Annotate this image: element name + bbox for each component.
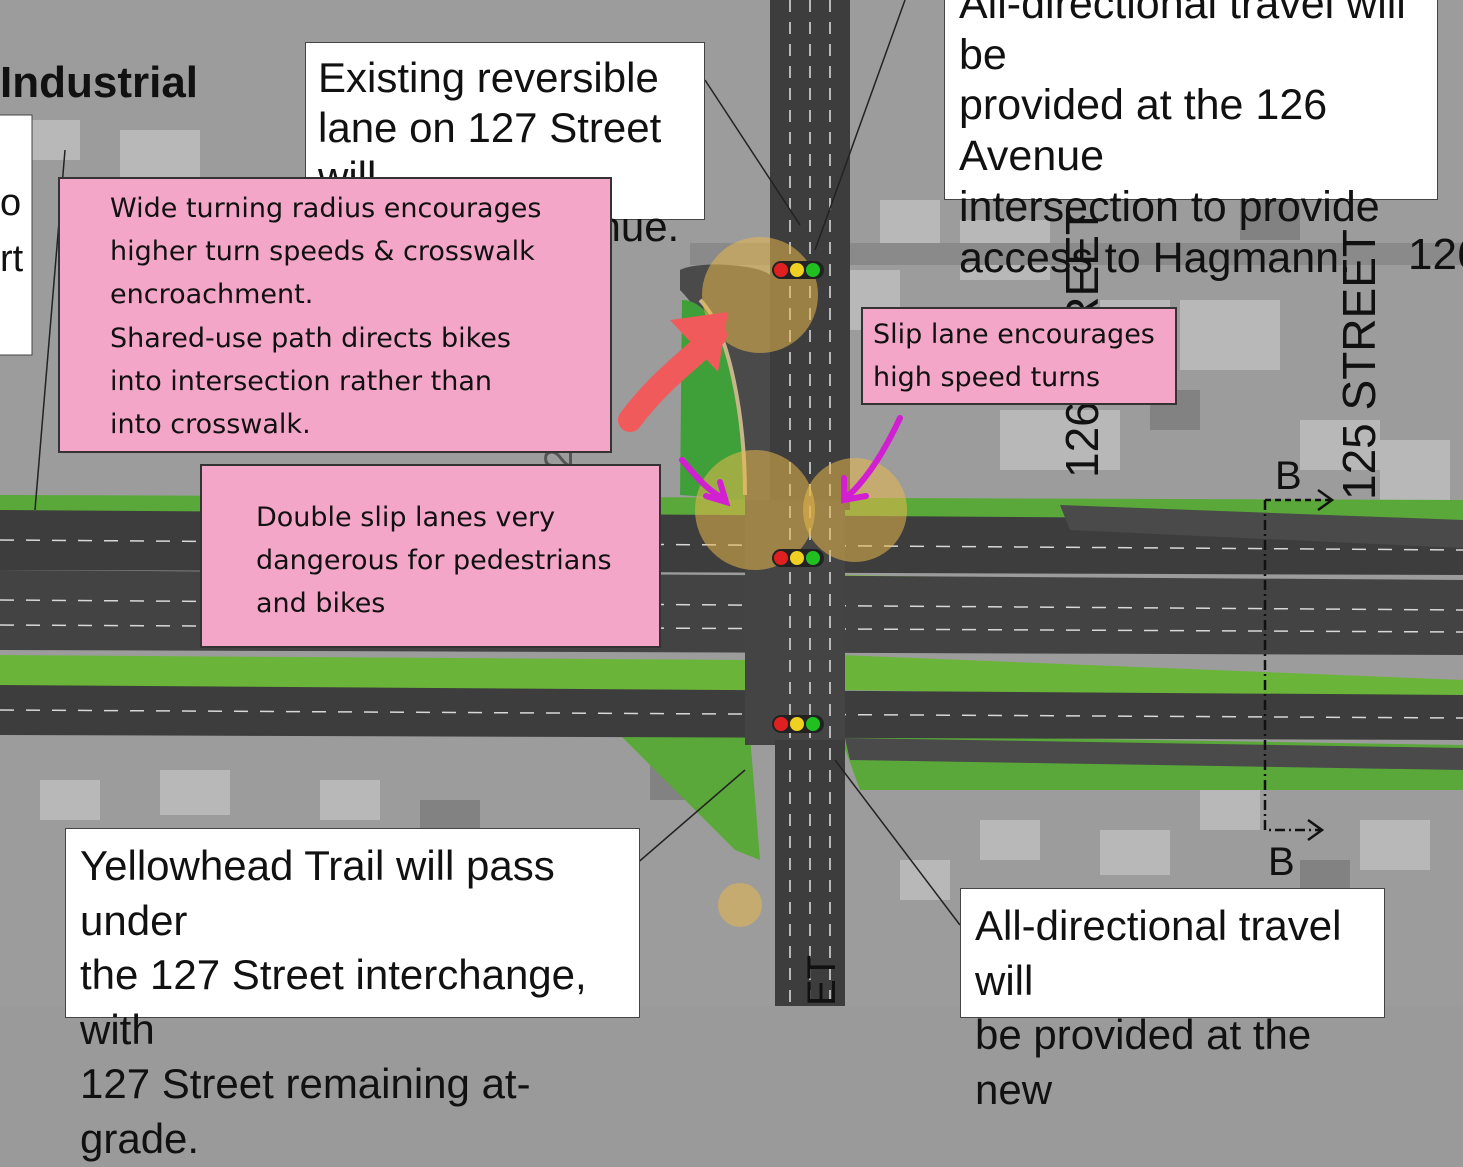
note-slip-lane: Slip lane encourages high speed turns xyxy=(861,307,1177,405)
traffic-signal-middle xyxy=(772,549,824,567)
callout-line: Yellowhead Trail will pass under xyxy=(80,842,555,944)
callout-line: Existing reversible xyxy=(318,54,659,101)
callout-line: access to Hagmann. xyxy=(959,233,1351,282)
callout-yellowhead: Yellowhead Trail will pass under the 127… xyxy=(65,828,640,1162)
note-turning-radius: Wide turning radius encourages higher tu… xyxy=(58,177,612,453)
note-line: Shared-use path directs bikes xyxy=(110,322,511,354)
note-line: high speed turns xyxy=(873,362,1101,394)
magenta-arrow-left xyxy=(679,457,725,501)
traffic-signal-south xyxy=(772,715,824,733)
avenue-126-road xyxy=(690,243,1463,265)
red-arrow-head xyxy=(670,312,728,372)
left-fragment-1: o xyxy=(0,182,22,224)
traffic-signal-north xyxy=(772,261,824,279)
callout-line: 127 Street remaining at-grade. xyxy=(80,1060,531,1162)
left-callout-box xyxy=(0,114,33,356)
callout-line: the 127 Street interchange, with xyxy=(80,951,587,1053)
callout-line: lane on 127 Street will xyxy=(318,103,662,201)
note-line: higher turn speeds & crosswalk xyxy=(110,236,535,268)
callout-line: All-directional travel will be xyxy=(959,0,1406,79)
callout-line: All-directional travel will xyxy=(975,902,1342,1004)
section-marker-top: B xyxy=(1275,454,1302,498)
avenue-fragment-label: 126 xyxy=(1408,230,1463,279)
note-line: Double slip lanes very xyxy=(256,502,556,533)
east-ramp-south xyxy=(845,738,1463,770)
street-127-lane-lines xyxy=(789,0,831,1006)
callout-line: be provided at the new xyxy=(975,1011,1312,1113)
callout-line: provided at the 126 Avenue xyxy=(959,81,1328,181)
street-127-south xyxy=(775,740,845,1006)
section-line-b xyxy=(1263,488,1335,842)
note-line: encroachment. xyxy=(110,279,314,311)
note-line: Wide turning radius encourages xyxy=(110,193,542,224)
south-street-fragment: ET xyxy=(800,954,844,1006)
lower-grass-strip-east xyxy=(840,655,1463,700)
note-line: into intersection rather than xyxy=(110,365,493,397)
east-ramp-north xyxy=(1060,505,1463,548)
magenta-arrow-right-head xyxy=(841,475,869,504)
note-line: into crosswalk. xyxy=(110,408,311,440)
freeway-south-carriageway xyxy=(0,685,1463,740)
magenta-arrow-right xyxy=(845,415,903,499)
callout-line: intersection to provide xyxy=(959,182,1380,231)
note-line: and bikes xyxy=(256,588,386,620)
lower-grass-strip xyxy=(0,655,750,690)
callout-top-right: All-directional travel will be provided … xyxy=(944,0,1438,282)
section-marker-bottom: B xyxy=(1268,840,1295,884)
note-double-slip: Double slip lanes very dangerous for ped… xyxy=(200,464,661,648)
district-label: Industrial xyxy=(0,58,199,107)
left-fragment-2: rt xyxy=(0,238,24,280)
note-line: Slip lane encourages xyxy=(873,319,1155,350)
note-line: dangerous for pedestrians xyxy=(256,545,612,577)
magenta-arrow-left-head xyxy=(703,479,731,507)
callout-bottom-right: All-directional travel will be provided … xyxy=(960,888,1385,1113)
south-grass-west xyxy=(620,735,760,860)
